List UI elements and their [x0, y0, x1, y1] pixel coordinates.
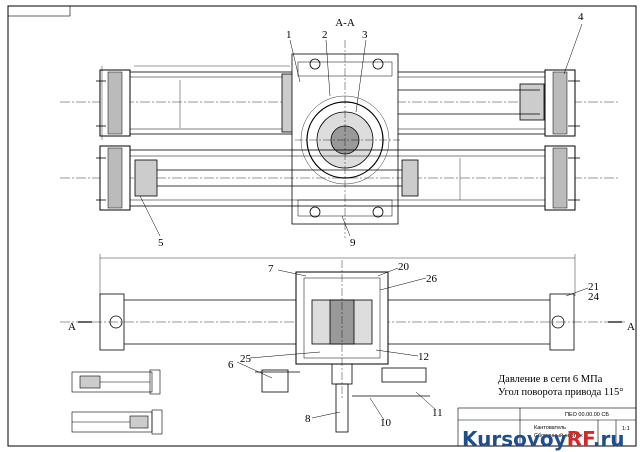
- watermark-part3: .ru: [593, 427, 625, 451]
- note-rotation-angle: Угол поворота привода 115°: [498, 387, 623, 398]
- note-pressure: Давление в сети 6 МПа: [498, 374, 603, 385]
- corner-stamp: [7, 5, 71, 17]
- section-marker-left: А: [68, 321, 76, 333]
- lower-cylinder: [60, 145, 620, 211]
- watermark-part2: RF: [567, 427, 594, 451]
- callout-25: 25: [240, 353, 252, 365]
- watermark-part1: Kursovoy: [462, 427, 567, 451]
- callout-11: 11: [432, 407, 443, 419]
- callout-9: 9: [350, 237, 356, 249]
- callout-20: 20: [398, 261, 410, 273]
- title-block-name-line2: Сборочный чертеж: [534, 432, 583, 439]
- callout-21: 21: [588, 281, 599, 293]
- callout-1: 1: [286, 29, 292, 41]
- callout-26: 26: [426, 273, 438, 285]
- callout-5: 5: [158, 237, 164, 249]
- callout-leaders: [139, 23, 589, 421]
- gear-housing-section: [291, 40, 400, 238]
- bottom-plan-view: [60, 254, 625, 433]
- detail-view-lower: [71, 409, 163, 435]
- callout-8: 8: [305, 413, 311, 425]
- watermark: KursovoyRF.ru: [462, 427, 625, 451]
- title-block: [457, 407, 637, 447]
- callout-7: 7: [268, 263, 274, 275]
- detail-view-upper: [71, 369, 161, 395]
- title-block-scale: 1:1: [622, 426, 630, 432]
- sheet-frame: [7, 5, 637, 447]
- callout-12: 12: [418, 351, 429, 363]
- callout-6: 6: [228, 359, 234, 371]
- title-block-name-line1: Кантователь: [534, 425, 566, 431]
- callout-2: 2: [322, 29, 328, 41]
- section-label: А-А: [335, 17, 355, 29]
- callout-24: 24: [588, 291, 600, 303]
- callout-10: 10: [380, 417, 392, 429]
- title-block-designation: ПЕО 00.00.00 СБ: [565, 412, 609, 418]
- section-marker-right: А: [627, 321, 635, 333]
- callout-4: 4: [578, 11, 584, 23]
- callout-3: 3: [362, 29, 368, 41]
